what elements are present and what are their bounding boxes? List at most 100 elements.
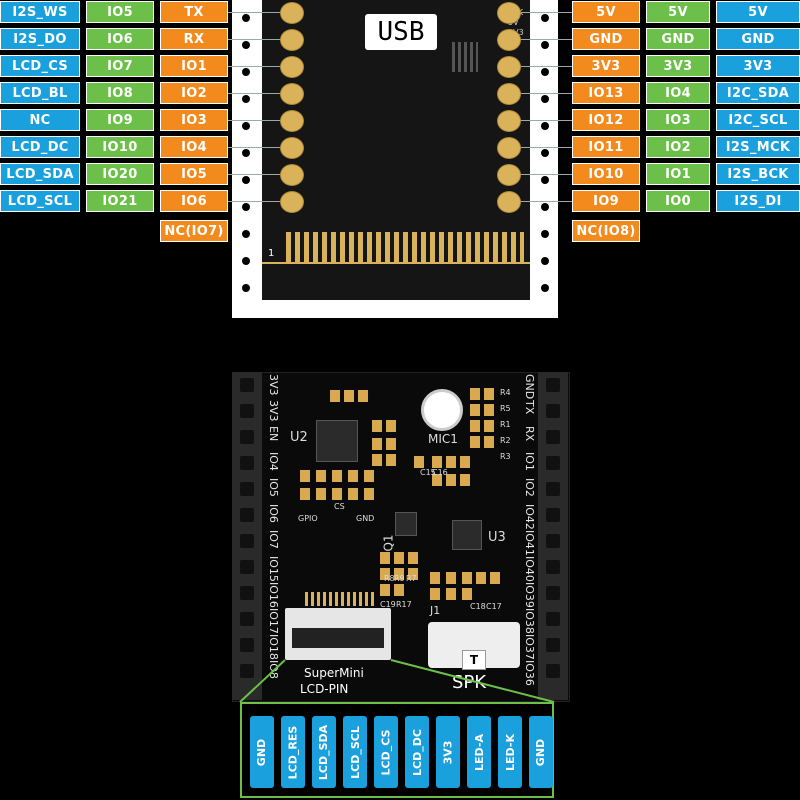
gnd-label: GND — [356, 514, 375, 523]
left-gpio-pin: IO7 — [86, 55, 154, 77]
lcd-pin-label: 3V3 — [441, 740, 455, 764]
header-pin — [240, 586, 254, 600]
fpc-slot — [292, 628, 384, 648]
smd-pad — [462, 572, 472, 584]
smd-pad — [364, 470, 374, 482]
header-pin — [240, 560, 254, 574]
right-alt-pin: 3V3 — [572, 55, 640, 77]
smd-pad — [408, 568, 418, 580]
pad — [280, 164, 304, 186]
pin-line — [510, 174, 572, 175]
header-pin — [240, 378, 254, 392]
pin-line — [228, 66, 290, 67]
pad — [280, 110, 304, 132]
strip-hole — [242, 176, 250, 184]
smd-pad — [330, 390, 340, 402]
left-func-pin: NC — [0, 109, 80, 131]
smd-pad — [332, 470, 342, 482]
component-label: R7 — [406, 574, 417, 583]
q1-chip — [395, 512, 417, 536]
header-pin — [546, 612, 560, 626]
pad — [497, 137, 521, 159]
smd-pad — [394, 568, 404, 580]
pin-line — [228, 12, 290, 13]
strip-hole — [242, 41, 250, 49]
lcd-pin: LED-K — [498, 716, 522, 788]
left-alt-pin: TX — [160, 1, 228, 23]
smd-pad — [372, 438, 382, 450]
left-func-pin: LCD_CS — [0, 55, 80, 77]
pin-line — [228, 147, 290, 148]
header-pin — [240, 612, 254, 626]
right-func-pin: 5V — [716, 1, 800, 23]
left-alt-pin: RX — [160, 28, 228, 50]
pad — [280, 191, 304, 213]
right-alt-pin: IO10 — [572, 163, 640, 185]
lcd-pin-label: LCD_RES — [286, 725, 300, 779]
lcd-pin-label: LCD_SCL — [348, 725, 362, 779]
right-func-pin: 3V3 — [716, 55, 800, 77]
strip-hole — [242, 68, 250, 76]
smd-pad — [386, 454, 396, 466]
header-pin — [240, 664, 254, 678]
usb-label: USB — [365, 14, 437, 50]
component-label: R2 — [500, 436, 511, 445]
right-gpio-pin: IO4 — [646, 82, 710, 104]
smd-pad — [462, 588, 472, 600]
left-gpio-pin: IO21 — [86, 190, 154, 212]
smd-pad — [394, 584, 404, 596]
pad — [497, 56, 521, 78]
right-alt-pin: IO12 — [572, 109, 640, 131]
smd-pad — [380, 568, 390, 580]
right-gpio-pin: 5V — [646, 1, 710, 23]
component-label: R8 — [384, 574, 395, 583]
pin-line — [510, 120, 572, 121]
left-extra-pin: NC(IO7) — [160, 220, 228, 242]
strip-hole — [242, 230, 250, 238]
component-label: C17 — [486, 602, 502, 611]
right-gpio-pin: IO2 — [646, 136, 710, 158]
header-pin — [546, 508, 560, 522]
left-alt-pin: IO2 — [160, 82, 228, 104]
header-pin — [546, 534, 560, 548]
header-pin — [240, 508, 254, 522]
smd-pad — [446, 474, 456, 486]
supermini-label: SuperMini — [304, 666, 364, 680]
pad — [497, 29, 521, 51]
strip-hole — [541, 41, 549, 49]
left-func-pin: I2S_DO — [0, 28, 80, 50]
u3-chip — [452, 520, 482, 550]
pin-line — [228, 174, 290, 175]
smd-pad — [316, 488, 326, 500]
header-pin — [546, 378, 560, 392]
left-func-pin: I2S_WS — [0, 1, 80, 23]
smd-pad — [470, 388, 480, 400]
lcd-pin: GND — [250, 716, 274, 788]
strip-hole — [242, 149, 250, 157]
header-pin — [546, 664, 560, 678]
gpio-label: GPIO — [298, 514, 318, 523]
pad — [280, 2, 304, 24]
strip-hole — [541, 230, 549, 238]
header-pin — [546, 586, 560, 600]
j1-label: J1 — [430, 604, 441, 617]
smd-pad — [344, 390, 354, 402]
left-alt-pin: IO5 — [160, 163, 228, 185]
strip-hole — [541, 95, 549, 103]
pad — [497, 83, 521, 105]
smd-pad — [476, 572, 486, 584]
smd-pad — [432, 474, 442, 486]
pin-line — [228, 39, 290, 40]
right-func-pin: I2S_DI — [716, 190, 800, 212]
header-pin — [240, 638, 254, 652]
right-alt-pin: IO13 — [572, 82, 640, 104]
left-gpio-pin: IO5 — [86, 1, 154, 23]
left-func-pin: LCD_SCL — [0, 190, 80, 212]
strip-hole — [541, 68, 549, 76]
pad-rail — [262, 262, 530, 264]
strip-hole — [541, 284, 549, 292]
u2-label: U2 — [290, 430, 308, 445]
smd-pad — [364, 488, 374, 500]
header-pin — [546, 482, 560, 496]
pin-line — [510, 12, 572, 13]
